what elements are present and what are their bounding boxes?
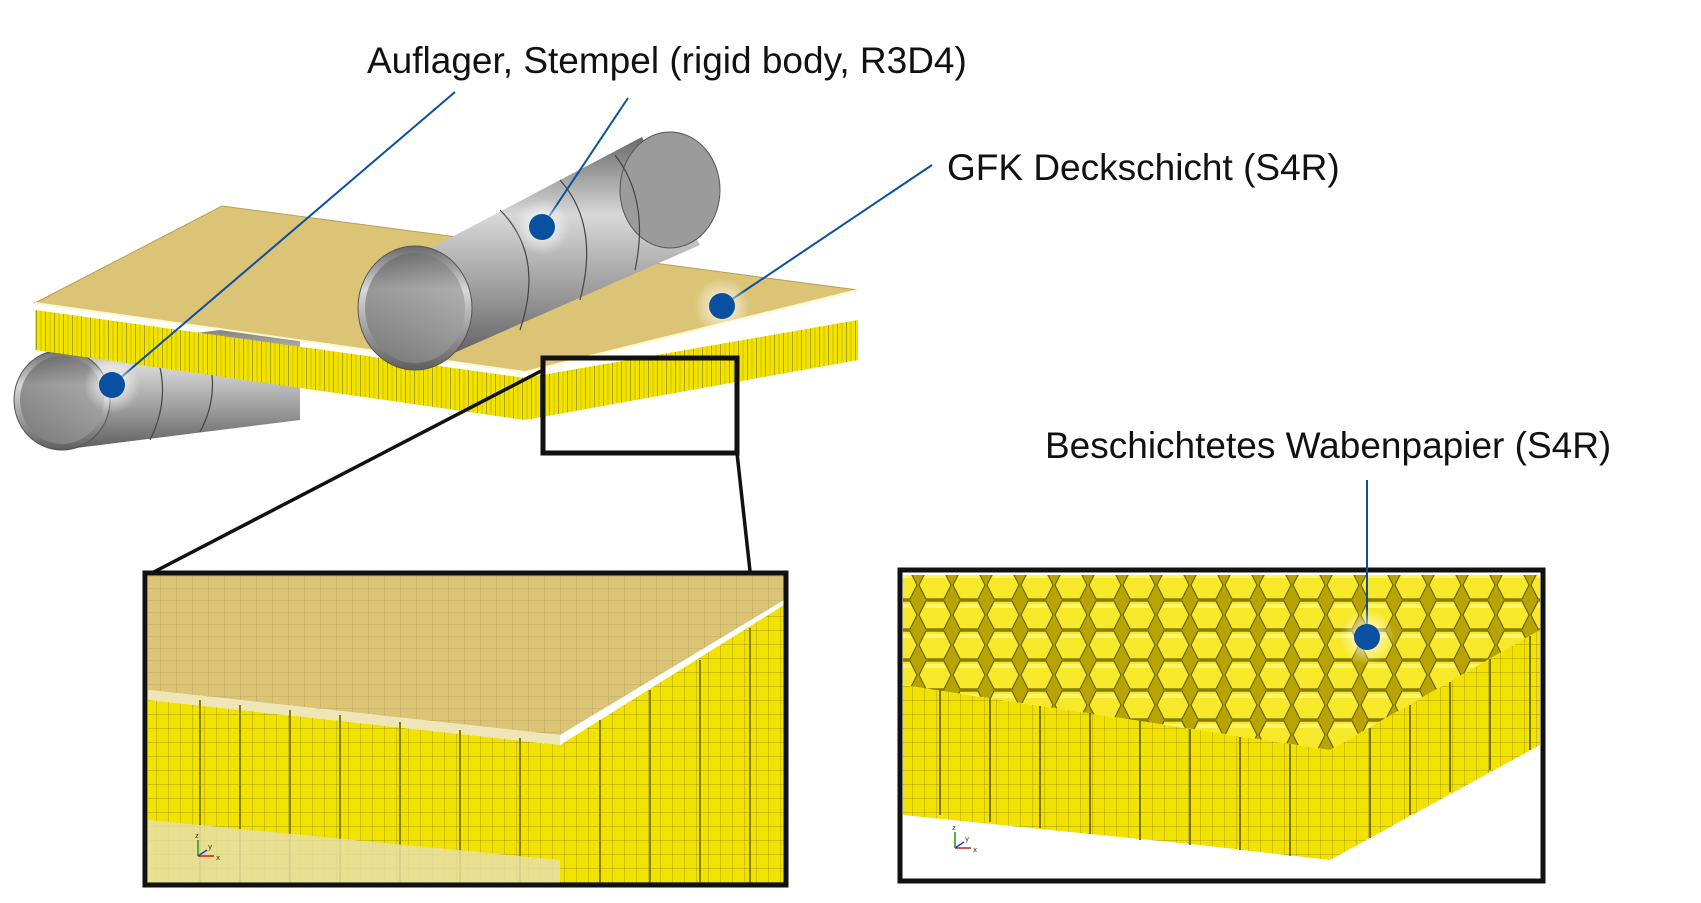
triad-z-label: z [952,824,956,832]
zoom-panel-sandwich: z y x [142,570,789,888]
annotations [84,91,1395,665]
triad-x-label: x [973,846,977,854]
triad-y-label: y [208,843,212,851]
blue-dot-marker [99,372,125,398]
label-honeycomb: Beschichtetes Wabenpapier (S4R) [1045,425,1611,466]
zoom-face-sheet [148,575,784,735]
triad-z-label: z [195,832,199,840]
coordinate-triad-icon: z y x [952,824,977,854]
zoom-core-side [560,605,784,885]
leader-line-face-sheet [721,164,933,307]
label-face-sheet: GFK Deckschicht (S4R) [947,147,1340,188]
label-supports: Auflager, Stempel (rigid body, R3D4) [367,40,967,81]
honeycomb-walls-side [1330,630,1540,860]
triad-x-label: x [216,854,220,862]
plate-front-core [35,310,525,420]
blue-dot-marker [529,214,555,240]
honeycomb-walls-front [903,685,1330,860]
zoom-panel-honeycomb: z y x [897,567,1546,884]
zoom-connector-left [147,368,544,577]
coordinate-triad-icon: z y x [195,832,220,862]
blue-dot-marker [709,293,735,319]
blue-dot-marker [1354,624,1380,650]
detail-frame-main [540,355,740,456]
leader-line-support-lower [111,91,456,386]
plate-right-core [525,320,858,420]
triad-y-label: y [965,835,969,843]
